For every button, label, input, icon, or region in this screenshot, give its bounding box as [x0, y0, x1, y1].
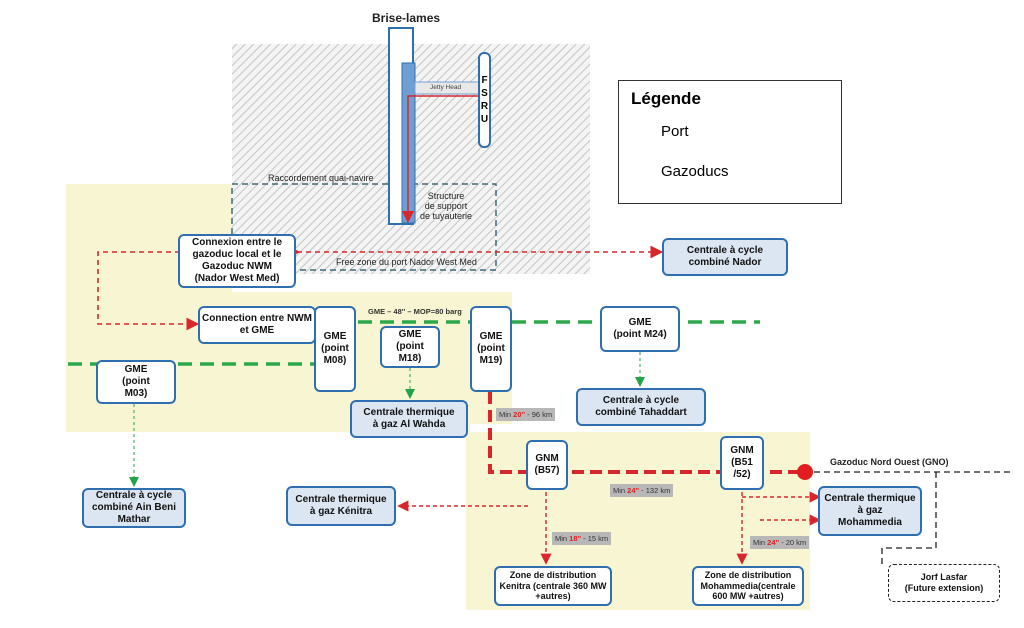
node-gme-m08: GME (point M08) [314, 306, 356, 392]
gno-label: Gazoduc Nord Ouest (GNO) [830, 457, 949, 467]
segment-gno-label: Min 24'' - 132 km [610, 484, 674, 497]
legend-port-label: Port [661, 123, 689, 140]
fsru-unit: F S R U [478, 52, 491, 148]
free-zone-label: Free zone du port Nador West Med [336, 257, 477, 267]
fsru-letter-f: F [481, 75, 488, 86]
node-gme-m03: GME (point M03) [96, 360, 176, 404]
legend-box: Légende Port Gazoducs [618, 80, 842, 204]
node-kenitra-thermique: Centrale thermique à gaz Kénitra [286, 486, 396, 526]
segment-m19-label: Min 20'' - 96 km [496, 408, 556, 421]
node-tahaddart: Centrale à cycle combiné Tahaddart [576, 388, 706, 426]
node-mohammedia-thermique: Centrale thermique à gaz Mohammedia [818, 486, 922, 536]
node-al-wahda: Centrale thermique à gaz Al Wahda [350, 400, 468, 438]
segment-mohammedia-label: Min 24'' - 20 km [750, 536, 810, 549]
node-ain-beni-mathar: Centrale à cycle combiné Ain Beni Mathar [82, 488, 186, 528]
fsru-letter-s: S [481, 88, 488, 99]
brise-lames-title: Brise-lames [372, 11, 441, 25]
node-connexion-local: Connexion entre le gazoduc local et le G… [178, 234, 296, 288]
node-gme-m19: GME (point M19) [470, 306, 512, 392]
gme-line-label: GME – 48'' – MOP=80 barg [368, 307, 462, 316]
segment-kenitra-label: Min 18'' - 15 km [552, 532, 612, 545]
node-gnm-b51: GNM (B51 /52) [720, 436, 764, 490]
node-zone-kenitra: Zone de distribution Kenitra (centrale 3… [494, 566, 612, 606]
legend-title: Légende [631, 89, 701, 108]
raccordement-label: Raccordement quai-navire [268, 173, 374, 183]
legend-gazoducs-label: Gazoducs [661, 163, 729, 180]
node-gme-m24: GME (point M24) [600, 306, 680, 352]
raccordement-zone [231, 183, 497, 271]
jetty-head-label: Jetty Head [430, 84, 462, 91]
gno-pipeline [488, 392, 804, 474]
fsru-letter-r: R [480, 101, 489, 112]
node-gme-m18: GME (point M18) [380, 326, 440, 368]
pipe-connexion-nwm-gme [97, 251, 200, 331]
gno-junction [797, 464, 813, 480]
node-centrale-nador: Centrale à cycle combiné Nador [662, 238, 788, 276]
fsru-letter-u: U [480, 114, 489, 125]
node-jorf-lasfar: Jorf Lasfar (Future extension) [888, 564, 1000, 602]
future-line-jorf [881, 472, 937, 564]
jetty-pipeline [402, 95, 478, 223]
node-connection-nwm-gme: Connection entre NWM et GME [198, 306, 316, 344]
structure-label: Structure de support de tuyauterie [420, 191, 473, 221]
node-gnm-b57: GNM (B57) [526, 440, 568, 490]
node-zone-mohammedia: Zone de distribution Mohammedia(centrale… [692, 566, 804, 606]
